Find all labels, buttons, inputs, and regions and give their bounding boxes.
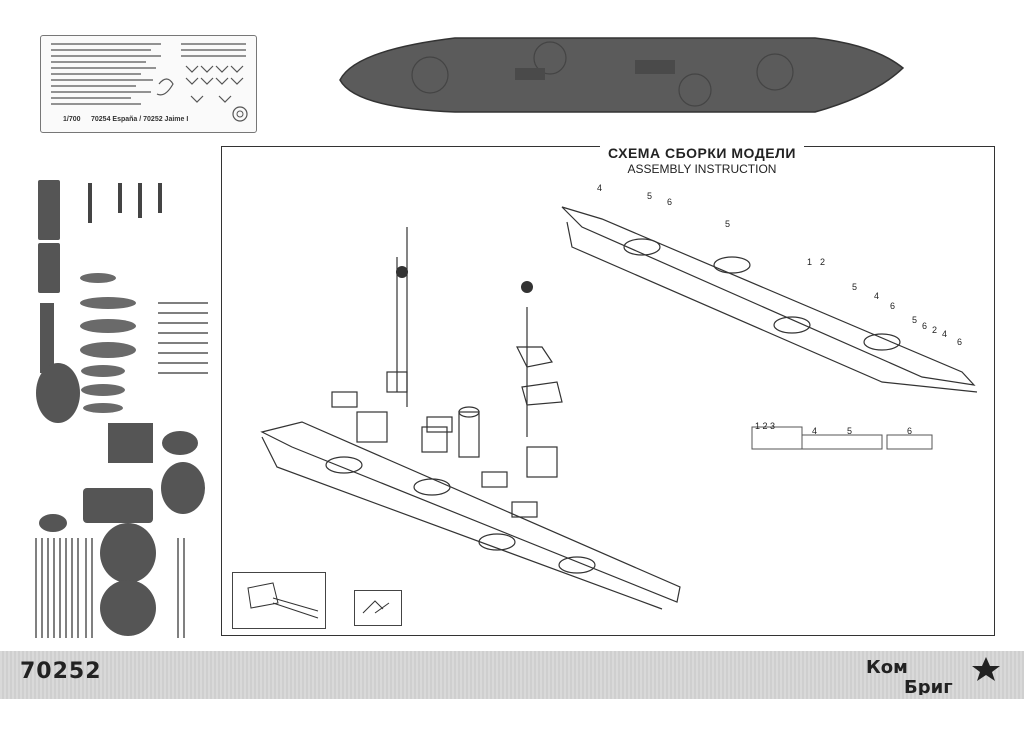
- sprue-parts-sheet: [35, 180, 208, 638]
- callout-number: 4: [874, 291, 879, 301]
- photo-etch-parts: [51, 43, 248, 122]
- assembly-instruction-frame: СХЕМА СБОРКИ МОДЕЛИ ASSEMBLY INSTRUCTION…: [221, 145, 995, 636]
- title-english: ASSEMBLY INSTRUCTION: [572, 162, 832, 176]
- brand-line2: Бриг: [904, 677, 953, 695]
- footer-band: 70252 Ком Бриг: [0, 651, 1024, 699]
- legend-label: 6: [907, 426, 912, 436]
- assembly-diagram: 4 5 6 5 1 2 5 4 6 5 6 2 4 6: [260, 183, 978, 610]
- callout-number: 6: [667, 197, 672, 207]
- brand-logo: Ком Бриг: [864, 655, 1004, 698]
- callout-number: 6: [922, 321, 927, 331]
- turret-detail-inset: [232, 572, 326, 629]
- callout-number: 5: [852, 282, 857, 292]
- kit-number: 70252: [20, 659, 102, 684]
- callout-number: 4: [942, 329, 947, 339]
- callout-number: 6: [890, 301, 895, 311]
- callout-number: 5: [725, 219, 730, 229]
- small-part-drawing: [362, 600, 390, 614]
- callout-number: 2: [820, 257, 825, 267]
- star-icon: [972, 657, 1000, 681]
- title-russian: СХЕМА СБОРКИ МОДЕЛИ: [572, 145, 832, 161]
- hull-overview-drawing: [561, 206, 978, 393]
- pe-scale-label: 1/700: [63, 116, 81, 123]
- brand-line1: Ком: [866, 657, 908, 678]
- small-part-detail-inset: [354, 590, 402, 626]
- callout-number: 6: [957, 337, 962, 347]
- legend-label: 1 2 3: [755, 421, 775, 431]
- callout-number: 4: [597, 183, 602, 193]
- callout-number: 5: [912, 315, 917, 325]
- legend-label: 5: [847, 426, 852, 436]
- callout-number: 2: [932, 325, 937, 335]
- instruction-title: СХЕМА СБОРКИ МОДЕЛИ ASSEMBLY INSTRUCTION: [572, 145, 832, 179]
- photo-etch-fret: 1/700 70254 España / 70252 Jaime I: [40, 35, 257, 133]
- pe-code-label: 70254 España / 70252 Jaime I: [91, 116, 189, 123]
- hull-deck-top-view: [339, 37, 905, 113]
- callout-number: 5: [647, 191, 652, 201]
- turret-detail-drawing: [247, 582, 319, 619]
- legend-label: 4: [812, 426, 817, 436]
- callout-number: 1: [807, 257, 812, 267]
- exploded-ship-drawing: [260, 227, 681, 610]
- parts-legend: [751, 426, 933, 450]
